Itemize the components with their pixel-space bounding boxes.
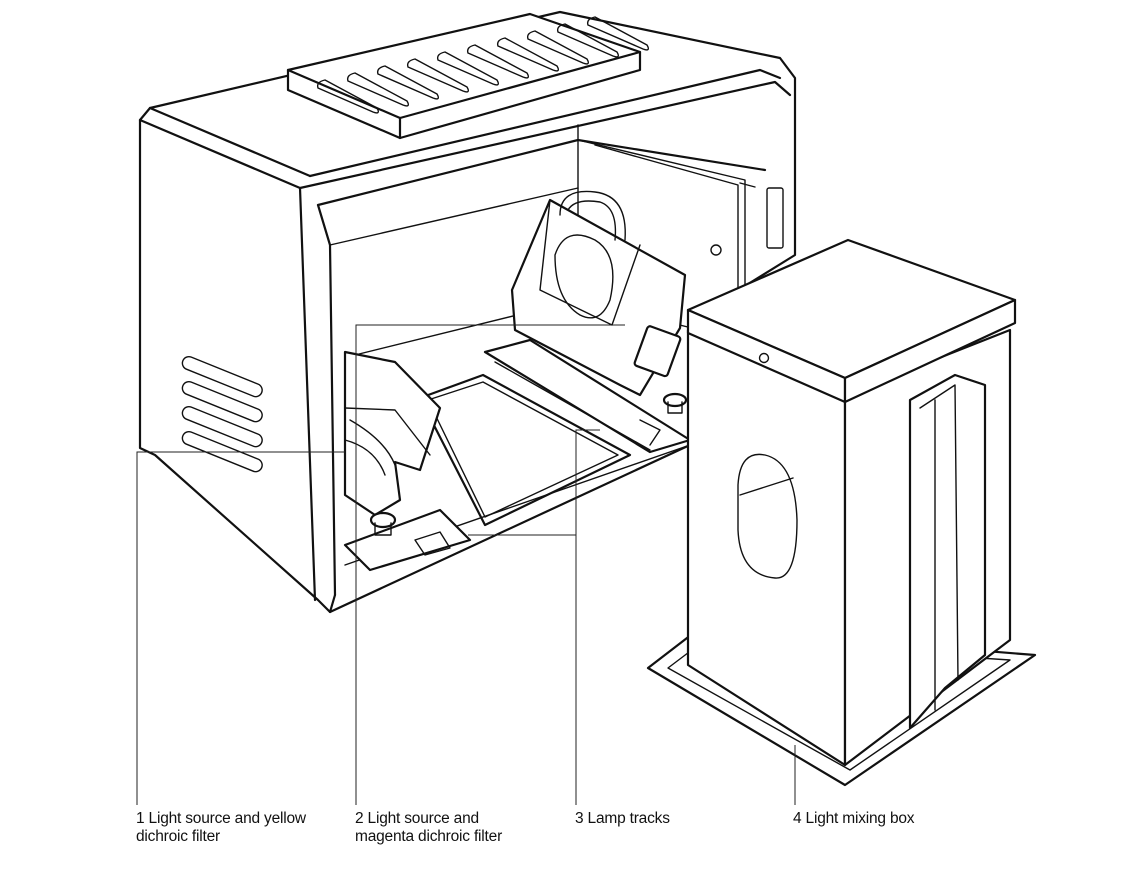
grille-slot <box>316 79 380 114</box>
grille-slot <box>406 58 470 93</box>
callout-3-line1: 3 Lamp tracks <box>575 810 670 827</box>
grille-slot <box>436 51 500 86</box>
grille-slot <box>376 65 440 100</box>
lamp-2-magenta-filter <box>483 190 692 454</box>
callout-4-label: 4 Light mixing box <box>793 810 915 828</box>
floor-opening <box>418 373 632 527</box>
grille-slot <box>556 23 620 58</box>
light-mixing-box <box>646 238 1037 787</box>
grille-slot <box>526 30 590 65</box>
callout-1-line2: dichroic filter <box>136 828 220 845</box>
callout-2-label: 2 Light source and magenta dichroic filt… <box>355 810 502 846</box>
grille-slot <box>586 16 650 51</box>
leader-lines <box>136 324 796 805</box>
ventilation-grille <box>286 12 650 140</box>
grille-slot <box>346 72 410 107</box>
callout-4-line1: 4 Light mixing box <box>793 810 915 827</box>
callout-2-line2: magenta dichroic filter <box>355 828 503 845</box>
side-vents <box>181 355 263 473</box>
grille-slot <box>496 37 560 72</box>
callout-3-label: 3 Lamp tracks <box>575 810 670 828</box>
callout-1-line1: 1 Light source and yellow <box>136 810 306 827</box>
grille-slot <box>466 44 530 79</box>
callout-2-line1: 2 Light source and <box>355 810 479 827</box>
lamp-1-yellow-filter <box>343 350 472 572</box>
callout-1-label: 1 Light source and yellow dichroic filte… <box>136 810 306 846</box>
